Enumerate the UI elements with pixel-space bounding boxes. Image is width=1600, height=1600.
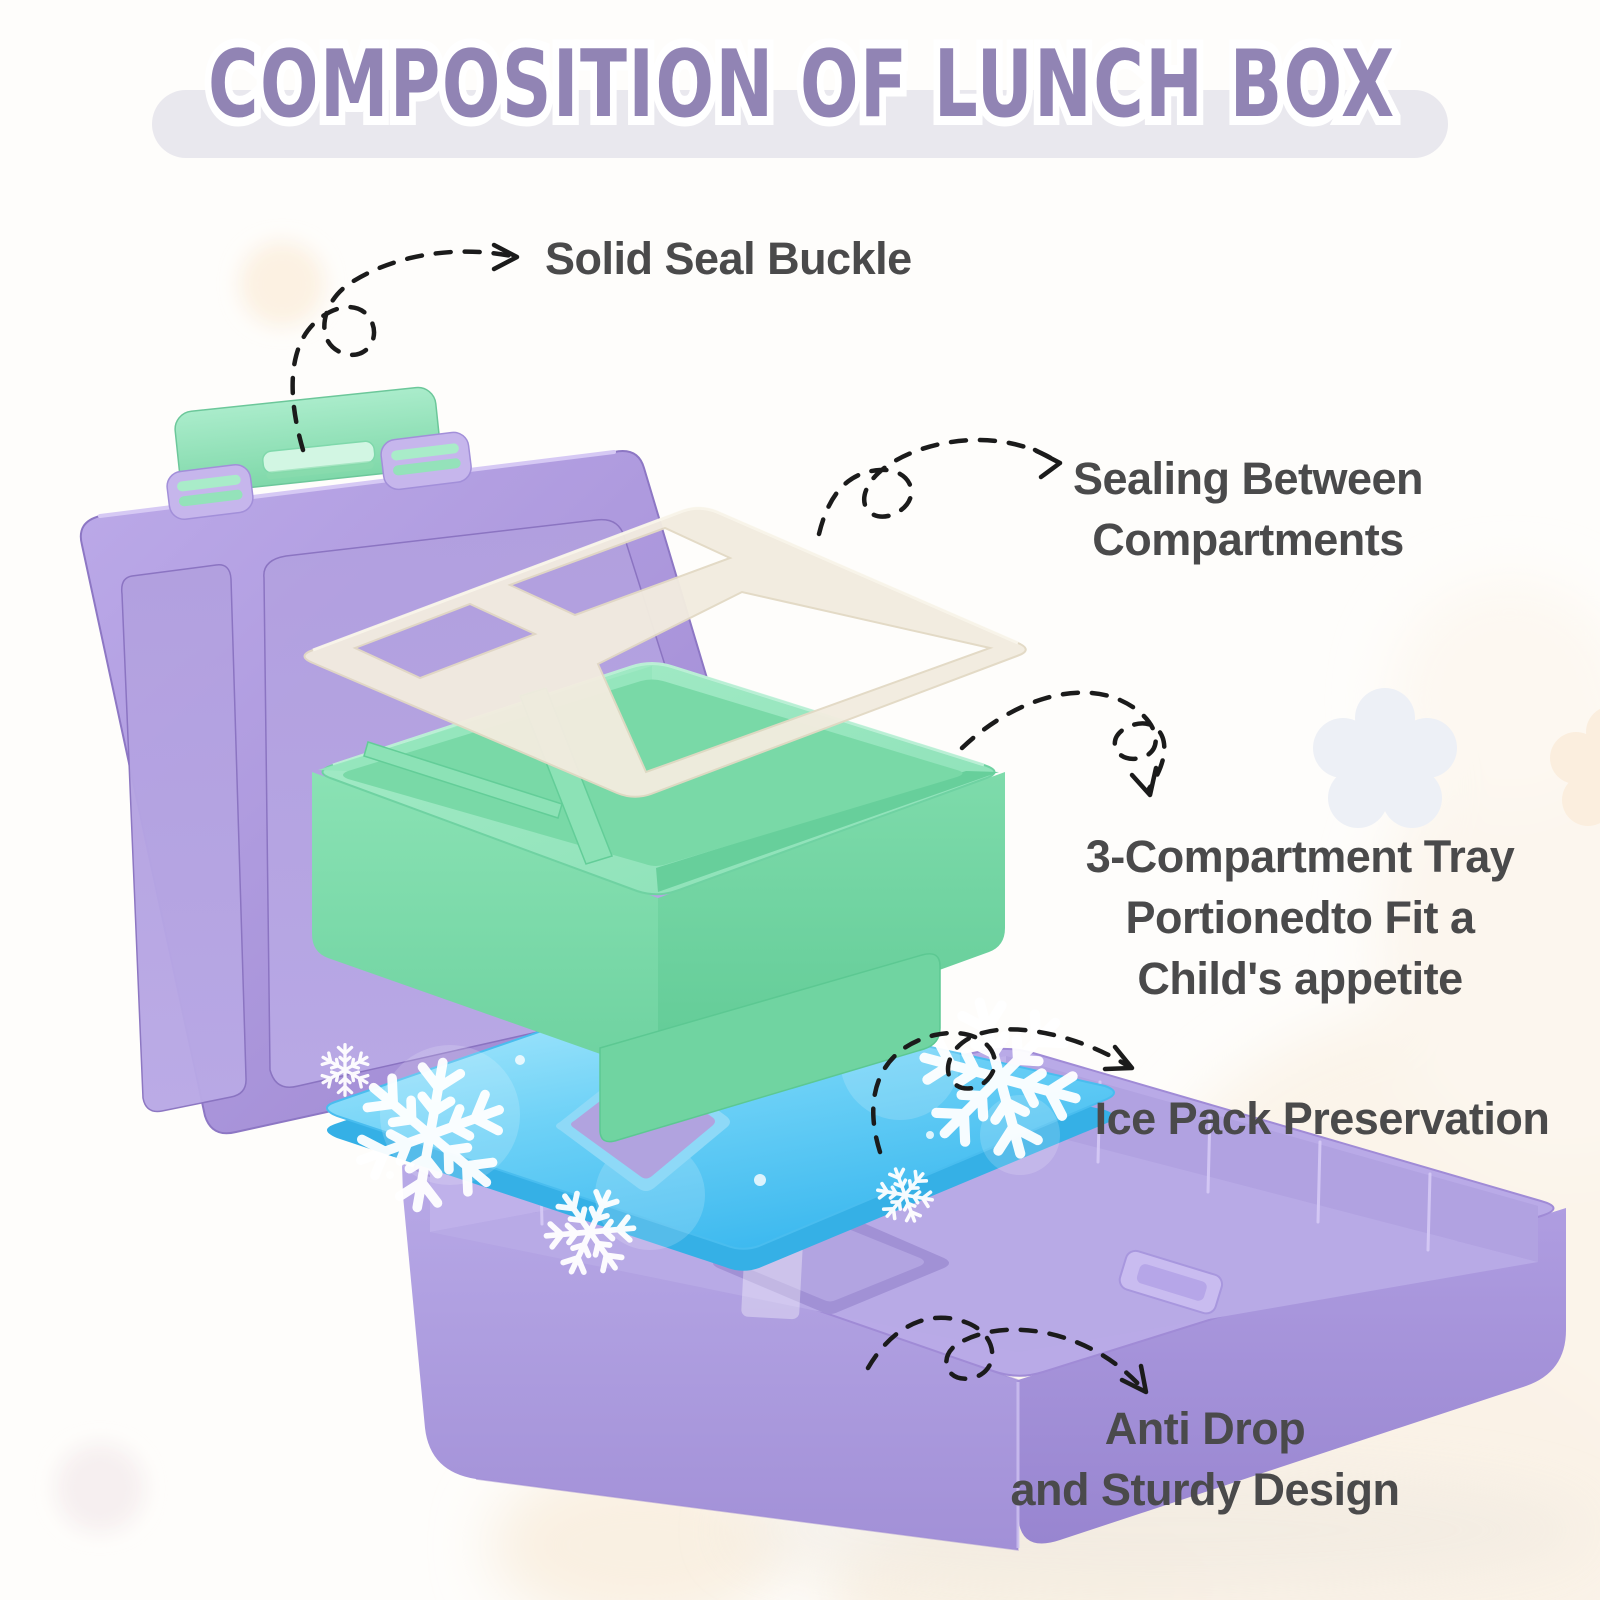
flower-shape (1313, 688, 1457, 828)
arrow-to-ice-pack-label (871, 1027, 1135, 1155)
arrow-to-anti-drop-label (865, 1315, 1149, 1395)
flower-shape (1550, 708, 1600, 826)
label-line: Ice Pack Preservation (1094, 1093, 1550, 1144)
label-line: Sealing Between (1072, 453, 1424, 504)
tray-divider (363, 741, 563, 819)
base-front-right-face (1018, 1208, 1566, 1544)
page-title-outline: COMPOSITION OF LUNCH BOX (201, 21, 1401, 147)
label-line: Anti Drop (1104, 1403, 1306, 1454)
label-line: Compartments (1092, 514, 1404, 566)
tray-deep-section (599, 953, 941, 1143)
arrow-to-sealing-label (816, 437, 1063, 537)
label-line: and Sturdy Design (1010, 1464, 1400, 1516)
label-ice-pack-preservation: Ice Pack Preservation (1072, 1088, 1572, 1149)
lid-side-panel (120, 564, 247, 1113)
label-line: Solid Seal Buckle (545, 233, 912, 284)
arrow-to-tray-label (959, 690, 1167, 798)
label-sealing-between-compartments: Sealing Between Compartments (1033, 448, 1463, 570)
label-anti-drop-sturdy-design: Anti Drop and Sturdy Design (950, 1398, 1460, 1520)
buckle-hinge-left (166, 464, 254, 520)
seal-buckle (166, 386, 472, 520)
page-title: COMPOSITION OF LUNCH BOX (208, 30, 1396, 138)
sealing-gasket (303, 506, 1027, 798)
label-line: Child's appetite (1137, 953, 1463, 1005)
label-line: Portionedto Fit a (1125, 892, 1475, 944)
buckle-hinge-right (380, 431, 472, 491)
label-solid-seal-buckle: Solid Seal Buckle (545, 228, 912, 289)
base-front-left-face (402, 1164, 1018, 1550)
arrow-to-buckle-label (290, 242, 520, 453)
label-three-compartment-tray: 3-Compartment Tray Portionedto Fit a Chi… (1040, 826, 1560, 1010)
title-band (152, 90, 1448, 158)
base-latch (1118, 1249, 1224, 1315)
label-line: 3-Compartment Tray (1085, 831, 1515, 882)
